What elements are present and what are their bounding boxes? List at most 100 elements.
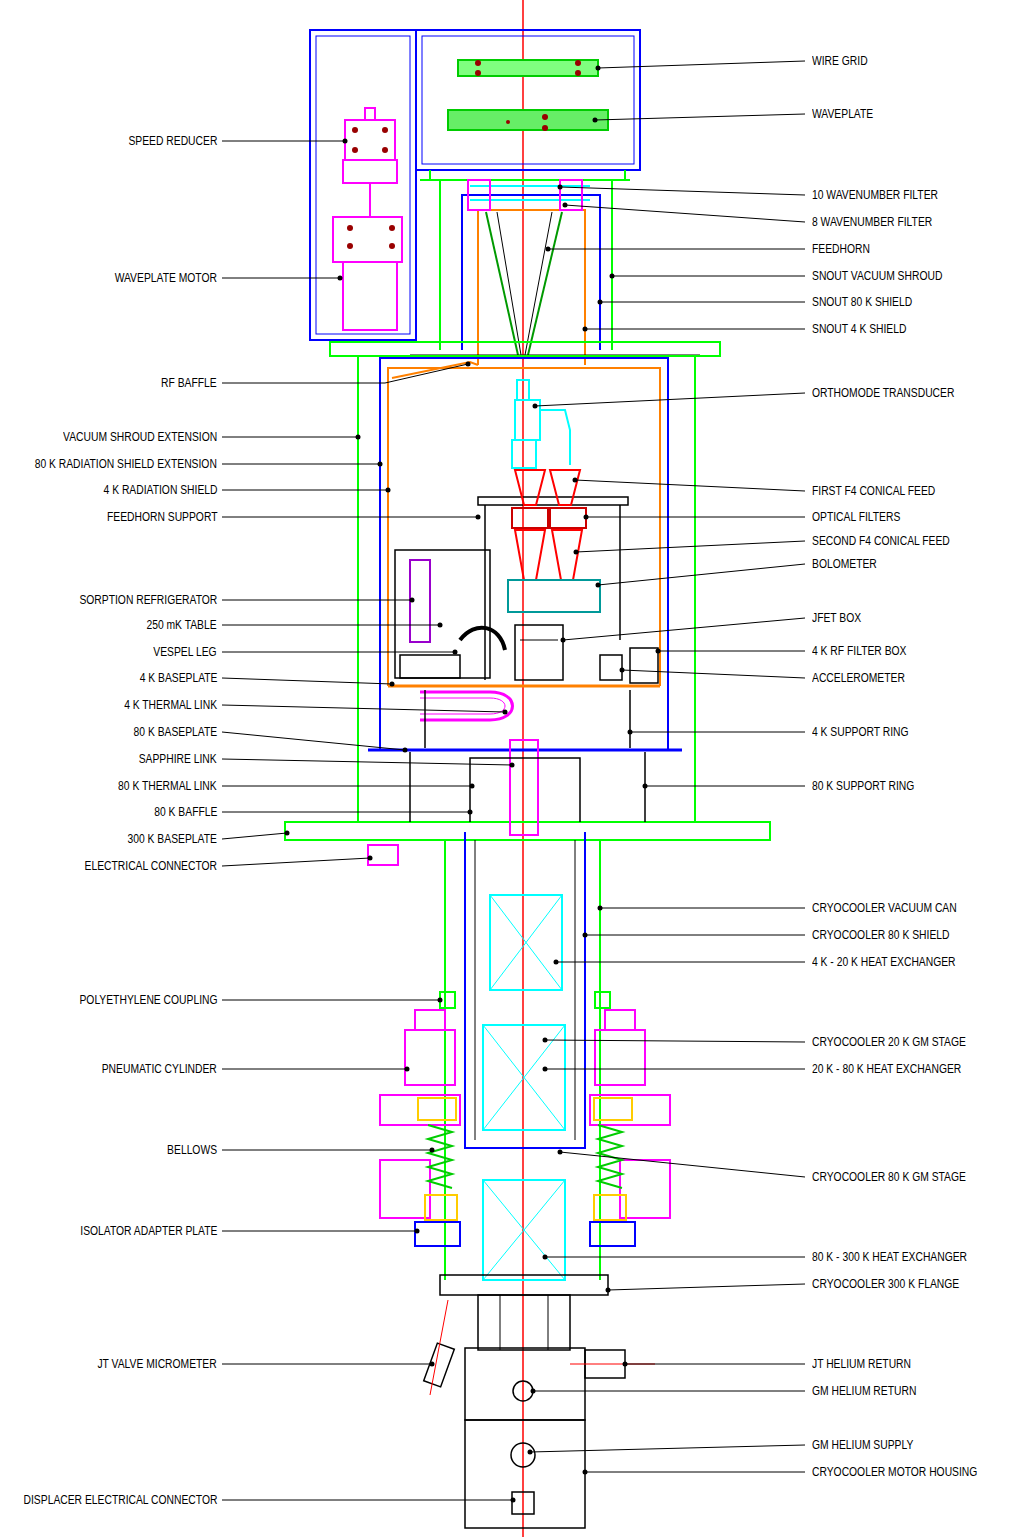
part-label: SNOUT VACUUM SHROUD (812, 269, 942, 283)
part-label: JT HELIUM RETURN (812, 1357, 911, 1371)
leader-line (222, 464, 380, 465)
leader-dot (430, 1362, 435, 1367)
leader-line (565, 205, 805, 222)
leader-dot (598, 300, 603, 305)
part-label: CRYOCOOLER 80 K SHIELD (812, 928, 949, 942)
leader-line (585, 935, 805, 936)
leader-line (222, 858, 370, 866)
part-label: PNEUMATIC CYLINDER (102, 1062, 217, 1076)
leader-line (222, 759, 512, 765)
part-label: 4 K - 20 K HEAT EXCHANGER (812, 955, 956, 969)
leader-dot (543, 1067, 548, 1072)
leader-line (658, 651, 805, 652)
part-label: VESPEL LEG (154, 645, 217, 659)
part-label: 80 K RADIATION SHIELD EXTENSION (35, 457, 217, 471)
leader-line (222, 364, 468, 383)
leader-line (222, 833, 287, 839)
part-label: ORTHOMODE TRANSDUCER (812, 386, 954, 400)
leader-dot (368, 856, 373, 861)
leader-dot (405, 1067, 410, 1072)
leader-dot (453, 650, 458, 655)
leader-dot (558, 185, 563, 190)
leader-dot (563, 203, 568, 208)
leader-dot (410, 598, 415, 603)
leader-line (222, 812, 470, 813)
leader-dot (503, 710, 508, 715)
part-label: SNOUT 80 K SHIELD (812, 295, 912, 309)
part-label: CRYOCOOLER VACUUM CAN (812, 901, 957, 915)
leader-dot (593, 118, 598, 123)
leader-dot (596, 583, 601, 588)
leader-line (622, 670, 805, 678)
part-label: WAVEPLATE MOTOR (115, 271, 217, 285)
part-label: GM HELIUM RETURN (812, 1384, 916, 1398)
leader-line (545, 1257, 805, 1258)
leader-line (595, 114, 805, 120)
leader-dot (468, 810, 473, 815)
leader-line (576, 541, 805, 552)
leader-line (630, 732, 805, 733)
part-label: 80 K BAFFLE (154, 805, 217, 819)
leader-dot (415, 1229, 420, 1234)
part-label: JT VALVE MICROMETER (98, 1357, 217, 1371)
leader-dot (531, 1389, 536, 1394)
leader-line (222, 1150, 432, 1151)
part-label: ACCELEROMETER (812, 671, 905, 685)
leader-line (560, 187, 805, 195)
leader-line (563, 618, 805, 640)
leader-dot (574, 550, 579, 555)
leader-line (222, 1231, 417, 1232)
leader-dot (528, 1450, 533, 1455)
part-label: DISPLACER ELECTRICAL CONNECTOR (23, 1493, 217, 1507)
part-label: SORPTION REFRIGERATOR (79, 593, 217, 607)
leader-dot (596, 66, 601, 71)
leader-line (645, 786, 805, 787)
leader-line (600, 908, 805, 909)
leader-dot (285, 831, 290, 836)
leader-line (608, 1284, 805, 1290)
part-label: 80 K BASEPLATE (133, 725, 217, 739)
part-label: 20 K - 80 K HEAT EXCHANGER (812, 1062, 961, 1076)
leader-dot (610, 274, 615, 279)
part-label: SECOND F4 CONICAL FEED (812, 534, 950, 548)
part-label: 250 mK TABLE (147, 618, 217, 632)
part-label: 80 K - 300 K HEAT EXCHANGER (812, 1250, 967, 1264)
part-label: CRYOCOOLER 20 K GM STAGE (812, 1035, 966, 1049)
leader-dot (543, 1255, 548, 1260)
leader-line (548, 249, 805, 250)
part-label: RF BAFFLE (161, 376, 217, 390)
part-label: 4 K RADIATION SHIELD (103, 483, 217, 497)
leader-line (586, 517, 805, 518)
leader-line (222, 437, 358, 438)
leader-dot (438, 623, 443, 628)
leader-line (560, 1152, 805, 1177)
leader-line (222, 517, 478, 518)
part-label: FEEDHORN SUPPORT (107, 510, 217, 524)
leader-dot (403, 748, 408, 753)
leader-dot (343, 139, 348, 144)
leader-dot (554, 960, 559, 965)
leader-dot (656, 649, 661, 654)
part-label: ISOLATOR ADAPTER PLATE (80, 1224, 217, 1238)
part-label: CRYOCOOLER 300 K FLANGE (812, 1277, 959, 1291)
leader-line (530, 1445, 805, 1452)
leader-dot (598, 906, 603, 911)
part-label: BELLOWS (167, 1143, 217, 1157)
leader-dot (430, 1148, 435, 1153)
leader-line (533, 1391, 805, 1392)
leader-line (222, 141, 345, 142)
leader-dot (356, 435, 361, 440)
leader-line (585, 1472, 805, 1473)
leader-line (222, 652, 455, 653)
leader-dot (583, 933, 588, 938)
part-label: 8 WAVENUMBER FILTER (812, 215, 932, 229)
part-label: GM HELIUM SUPPLY (812, 1438, 913, 1452)
leader-line (222, 786, 472, 787)
part-label: 4 K BASEPLATE (139, 671, 217, 685)
leader-line (222, 1000, 440, 1001)
leader-dot (606, 1288, 611, 1293)
leader-dot (476, 515, 481, 520)
leader-line (222, 625, 440, 626)
